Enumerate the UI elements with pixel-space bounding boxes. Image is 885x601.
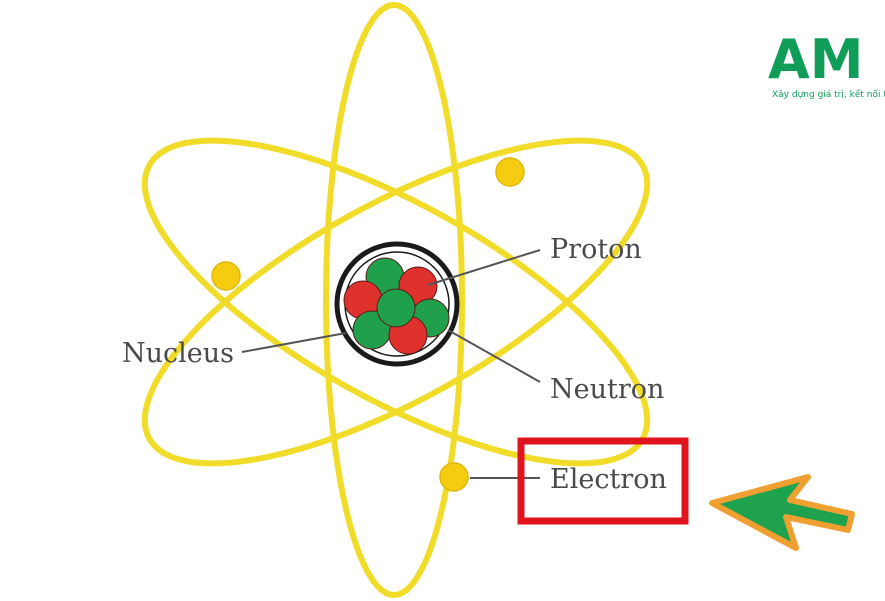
nucleus-label: Nucleus	[122, 338, 234, 369]
orbit-vertical	[323, 2, 465, 598]
proton-label: Proton	[550, 234, 642, 265]
logo-text: AM	[768, 28, 864, 91]
electron	[439, 462, 469, 492]
leader-lines	[241, 249, 541, 479]
logo-tagline: Xây dựng giá trị, kết nối t	[772, 89, 885, 100]
proton-leader-line	[427, 249, 541, 286]
arrow-pointer-icon	[709, 474, 855, 551]
electron-label: Electron	[550, 464, 667, 495]
orbit-diagonal-up	[141, 137, 651, 467]
electrons	[211, 157, 525, 492]
electron	[495, 157, 525, 187]
electron	[211, 261, 241, 291]
nucleus	[334, 241, 460, 367]
nucleus-leader-line	[241, 332, 347, 353]
brand-logo: AM Xây dựng giá trị, kết nối t	[768, 28, 885, 100]
neutron-particle	[376, 288, 416, 328]
neutron-label: Neutron	[550, 374, 664, 405]
nucleons	[343, 257, 450, 355]
electron-highlight-box	[517, 437, 689, 525]
neutron-leader-line	[447, 329, 541, 383]
